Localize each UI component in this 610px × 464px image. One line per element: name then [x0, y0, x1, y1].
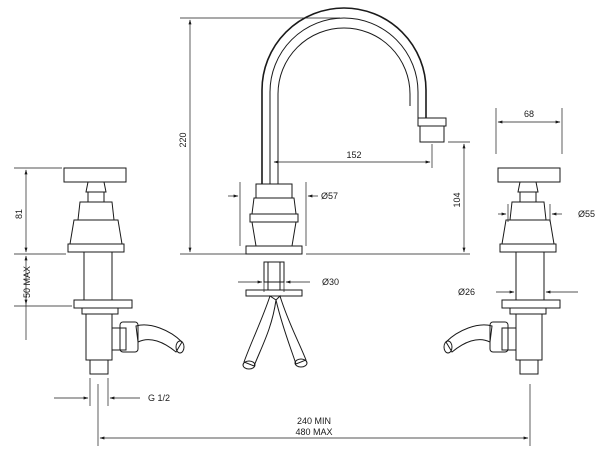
left-valve-nut [73, 299, 133, 309]
spout-backnut [245, 289, 303, 297]
right-valve-bell [509, 201, 547, 221]
spout-flange [245, 245, 303, 255]
left-valve-base [69, 219, 123, 245]
dim-max-body: 50 MAX [14, 255, 72, 340]
left-handle-hub [85, 181, 107, 193]
dim-label-spout-reach: 152 [346, 150, 361, 160]
dim-label-base-diameter: Ø57 [321, 191, 338, 201]
left-valve-shank [83, 251, 113, 301]
dim-shank-diameter: Ø26 [458, 287, 578, 297]
right-handle-hub [517, 181, 539, 193]
spout-body [251, 197, 297, 215]
spout-hose-right [275, 295, 307, 365]
right-valve-shank [515, 251, 545, 301]
dim-label-thread: G 1/2 [148, 393, 170, 403]
right-valve-flange [499, 243, 557, 253]
spout-assembly [242, 7, 447, 370]
left-cross-handle-bar [63, 167, 127, 183]
dim-label-shank-diameter: Ø26 [458, 287, 475, 297]
left-valve-bell [77, 201, 115, 221]
dim-label-handle-width: 68 [524, 109, 534, 119]
spout-hose-left [243, 295, 277, 367]
spout-outlet [419, 125, 445, 143]
dim-spout-height: 220 [178, 17, 340, 255]
dim-hole-diameter: Ø30 [238, 270, 339, 292]
dim-base-diameter: Ø57 [228, 182, 338, 246]
spout-neck-inner [277, 27, 411, 184]
dim-handle-height: 81 [14, 167, 66, 255]
dim-spread: 240 MIN 480 MAX [97, 384, 531, 446]
dim-handle-width: 68 [495, 108, 563, 154]
spout-collar [255, 183, 293, 199]
left-handle-stem [87, 191, 105, 203]
spout-outlet-ring [417, 117, 447, 127]
dim-label-handle-diameter: Ø55 [578, 209, 595, 219]
right-handle-stem [519, 191, 537, 203]
dim-outlet-height: 104 [306, 141, 470, 255]
left-hose [135, 324, 183, 353]
right-valve-thread [519, 359, 539, 375]
right-cross-handle-bar [497, 167, 561, 183]
left-hose-connector [119, 321, 139, 353]
dim-label-outlet-height: 104 [452, 192, 462, 207]
spout-base [251, 221, 297, 247]
spout-neck-outer [261, 7, 427, 184]
left-valve-flange [67, 243, 125, 253]
right-valve-base [501, 219, 555, 245]
right-valve [443, 167, 561, 375]
dim-label-handle-height: 81 [14, 209, 24, 219]
right-hose-connector [489, 321, 509, 353]
dim-thread: G 1/2 [54, 378, 170, 406]
dim-handle-diameter: Ø55 [498, 204, 595, 222]
spout-band [249, 213, 299, 223]
spout-shank [263, 261, 285, 283]
dim-spout-reach: 152 [273, 144, 433, 168]
right-valve-body [515, 313, 543, 361]
dim-label-spread-max: 480 MAX [295, 427, 332, 437]
dim-label-spout-height: 220 [178, 132, 188, 147]
right-hose [445, 324, 493, 353]
left-valve-thread [89, 359, 109, 375]
left-valve [63, 167, 185, 375]
dim-label-spread-min: 240 MIN [297, 416, 331, 426]
left-valve-body [85, 313, 113, 361]
spout-neck-mid [269, 17, 419, 184]
dim-label-hole-diameter: Ø30 [322, 277, 339, 287]
right-valve-nut [501, 299, 561, 309]
dim-label-max-body: 50 MAX [22, 266, 32, 298]
